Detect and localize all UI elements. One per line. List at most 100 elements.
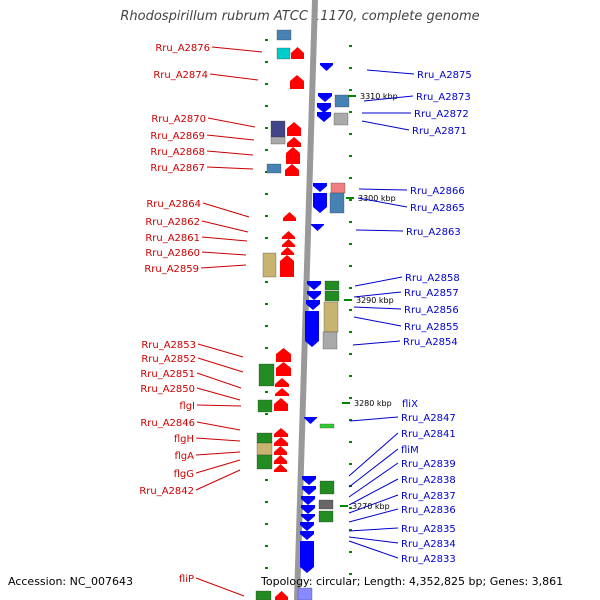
- left-gene-label: Rru_A2862: [145, 217, 200, 228]
- left-gene-label: Rru_A2864: [146, 199, 201, 210]
- gene-arrow-up: [280, 255, 294, 277]
- gene-block: [319, 480, 335, 495]
- gene-arrow-up: [275, 388, 289, 396]
- right-leader-line: [348, 478, 399, 506]
- gene-arrow-down: [307, 291, 321, 300]
- right-gene-label: Rru_A2838: [401, 475, 456, 486]
- right-gene-label: Rru_A2872: [414, 109, 469, 120]
- right-leader-line: [363, 95, 414, 102]
- right-gene-label: Rru_A2873: [416, 92, 471, 103]
- left-leader-line: [195, 469, 241, 491]
- gene-arrow-up: [282, 231, 295, 239]
- gene-block: [255, 590, 272, 600]
- right-gene-label: Rru_A2863: [406, 227, 461, 238]
- gene-arrow-down: [301, 505, 315, 514]
- left-gene-label: Rru_A2842: [139, 486, 194, 497]
- left-leader-line: [201, 236, 248, 242]
- left-gene-label: Rru_A2868: [150, 147, 205, 158]
- gene-arrow-up: [274, 464, 287, 472]
- gene-block: [270, 136, 286, 145]
- gene-arrow-up: [275, 378, 289, 387]
- right-leader-line: [348, 494, 399, 514]
- topology-text: Topology: circular; Length: 4,352,825 bp…: [261, 575, 564, 588]
- gene-block: [256, 432, 273, 444]
- scale-tick-label: 3300 kbp: [358, 194, 396, 203]
- right-gene-label: Rru_A2857: [404, 288, 459, 299]
- gene-arrow-down: [300, 531, 314, 540]
- gene-arrow-down: [301, 514, 315, 522]
- left-gene-label: Rru_A2852: [141, 354, 196, 365]
- left-gene-label: fliP: [179, 574, 194, 585]
- left-gene-label: Rru_A2853: [141, 340, 196, 351]
- gene-arrow-down: [304, 417, 317, 424]
- gene-arrow-up: [287, 122, 301, 136]
- right-gene-label: Rru_A2839: [401, 459, 456, 470]
- left-gene-label: flgG: [174, 469, 194, 480]
- right-leader-line: [348, 527, 399, 532]
- map-title: Rhodospirillum rubrum ATCC 11170, comple…: [120, 9, 480, 24]
- left-leader-line: [196, 387, 241, 401]
- gene-arrow-down: [306, 300, 320, 310]
- right-gene-label: Rru_A2866: [410, 186, 465, 197]
- right-leader-line: [353, 291, 402, 298]
- gene-arrow-up: [291, 47, 304, 59]
- gene-block: [329, 192, 345, 214]
- left-leader-line: [195, 577, 245, 597]
- left-gene-label: flgA: [175, 451, 195, 462]
- gene-arrow-up: [282, 239, 295, 247]
- gene-arrow-down: [307, 281, 321, 290]
- gene-block: [319, 423, 335, 429]
- right-gene-label: fliM: [401, 445, 419, 456]
- gene-arrow-up: [274, 437, 288, 446]
- gene-arrow-down: [317, 103, 331, 113]
- left-gene-label: Rru_A2851: [140, 369, 195, 380]
- gene-arrow-up: [286, 147, 300, 164]
- left-leader-line: [195, 437, 241, 442]
- right-leader-line: [353, 316, 402, 327]
- gene-block: [324, 290, 340, 302]
- right-gene-label: Rru_A2856: [404, 305, 459, 316]
- right-leader-line: [357, 197, 408, 208]
- right-leader-line: [358, 188, 408, 191]
- gene-block: [323, 301, 339, 333]
- gene-arrow-down: [311, 224, 324, 231]
- gene-arrow-down: [301, 496, 315, 505]
- right-gene-label: Rru_A2836: [401, 505, 456, 516]
- left-leader-line: [201, 251, 247, 256]
- left-leader-line: [195, 451, 241, 456]
- gene-block: [322, 331, 338, 350]
- left-leader-line: [197, 357, 244, 373]
- left-leader-line: [196, 404, 242, 407]
- right-leader-line: [348, 536, 399, 544]
- gene-arrow-down: [320, 63, 333, 71]
- right-leader-line: [348, 462, 399, 498]
- gene-block: [262, 252, 277, 278]
- gene-arrow-up: [274, 428, 288, 437]
- gene-block: [270, 120, 286, 138]
- scale-tick-label: 3290 kbp: [356, 296, 394, 305]
- left-leader-line: [195, 459, 241, 474]
- left-leader-line: [206, 134, 255, 141]
- left-gene-label: Rru_A2859: [144, 264, 199, 275]
- left-gene-label: Rru_A2876: [155, 43, 210, 54]
- gene-arrow-up: [287, 137, 301, 147]
- left-leader-line: [200, 264, 247, 269]
- left-leader-line: [211, 46, 263, 53]
- right-leader-line: [348, 540, 399, 559]
- right-gene-label: fliX: [402, 399, 418, 410]
- gene-block: [257, 399, 273, 413]
- left-leader-line: [202, 202, 250, 218]
- gene-arrow-down: [317, 112, 331, 122]
- left-gene-label: Rru_A2867: [150, 163, 205, 174]
- right-gene-label: Rru_A2833: [401, 554, 456, 565]
- scale-tick-label: 3270 kbp: [352, 502, 390, 511]
- right-leader-line: [349, 416, 399, 422]
- gene-arrow-up: [285, 164, 299, 176]
- gene-arrow-up: [274, 446, 287, 455]
- left-gene-label: flgH: [174, 434, 194, 445]
- gene-block: [318, 510, 334, 523]
- scale-tick-label: 3280 kbp: [354, 399, 392, 408]
- left-gene-label: Rru_A2861: [145, 233, 200, 244]
- scale-tick-label: 3310 kbp: [360, 92, 398, 101]
- accession-text: Accession: NC_007643: [8, 575, 134, 588]
